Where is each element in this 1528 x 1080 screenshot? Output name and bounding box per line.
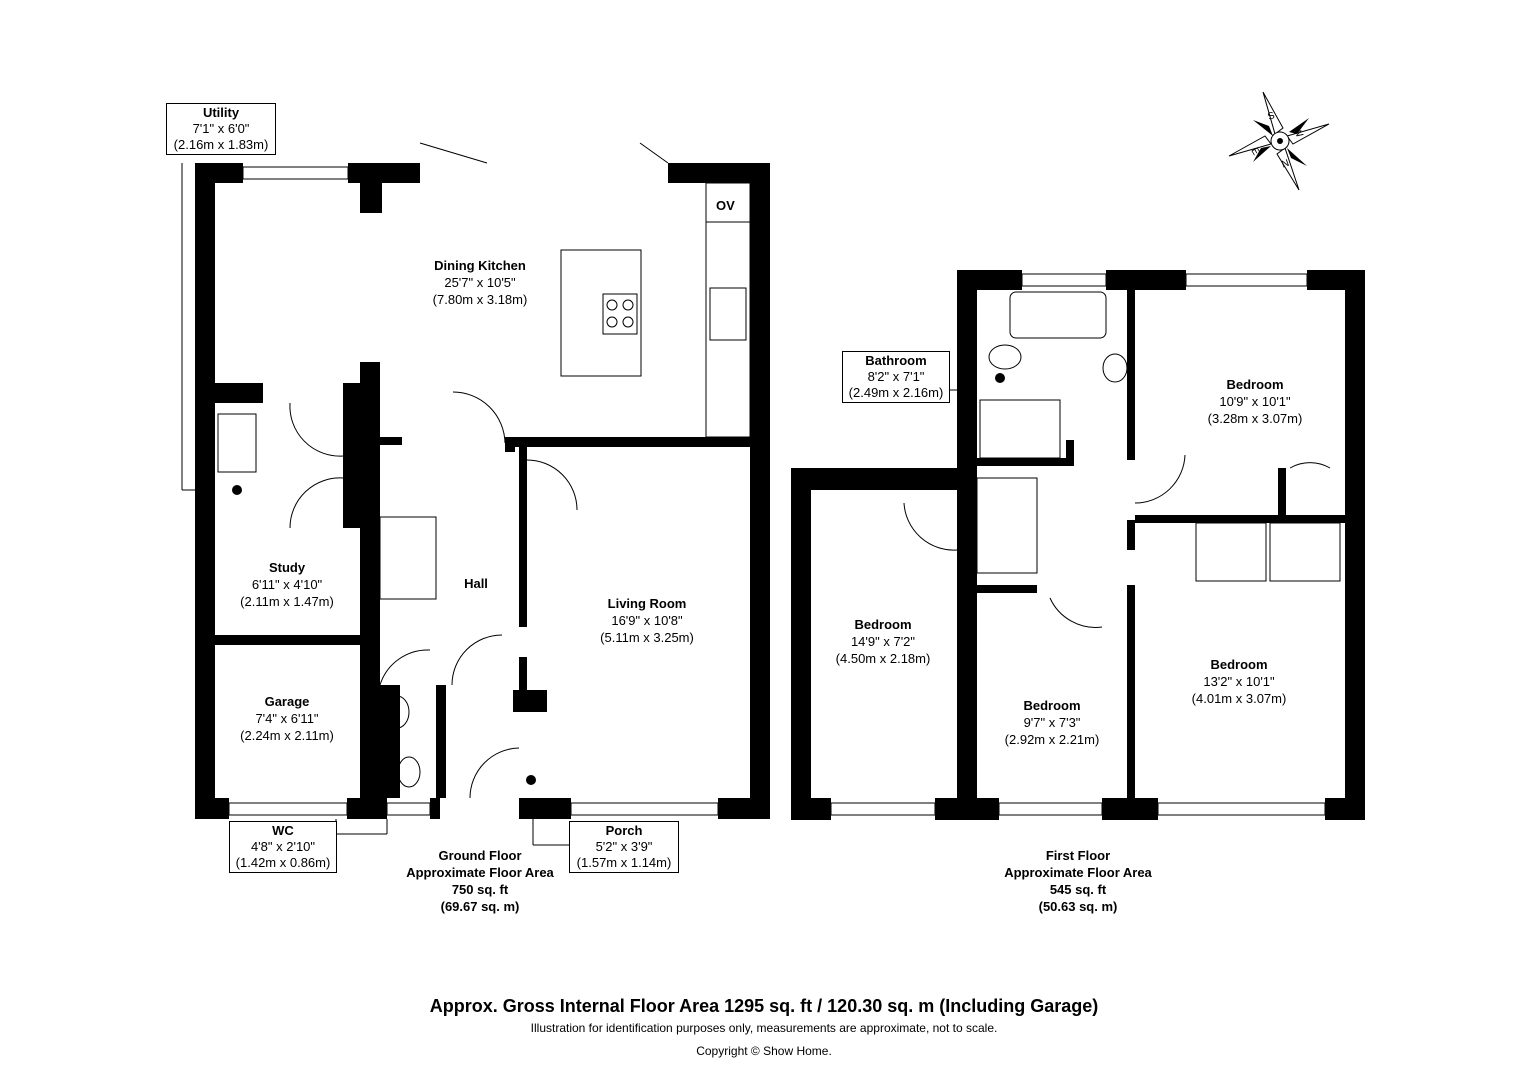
room-name: WC bbox=[272, 823, 294, 838]
room-metric: (1.57m x 1.14m) bbox=[576, 855, 672, 870]
room-metric: (2.24m x 2.11m) bbox=[240, 728, 334, 743]
ground-floor-dots bbox=[232, 485, 536, 785]
room-name: Bedroom bbox=[1226, 377, 1284, 392]
area-sqm: (50.63 sq. m) bbox=[1038, 899, 1118, 914]
room-name: Bedroom bbox=[1210, 657, 1268, 672]
room-metric: (5.11m x 3.25m) bbox=[600, 630, 694, 645]
room-metric: (7.80m x 3.18m) bbox=[432, 292, 528, 307]
first-floor-fittings bbox=[903, 291, 1341, 628]
room-name: Study bbox=[268, 560, 306, 575]
room-metric: (4.50m x 2.18m) bbox=[835, 651, 931, 666]
callout-bathroom: Bathroom 8'2" x 7'1" (2.49m x 2.16m) bbox=[842, 351, 950, 403]
room-metric: (2.16m x 1.83m) bbox=[173, 137, 269, 152]
ground-floor-fittings bbox=[181, 142, 751, 846]
area-sqft: 545 sq. ft bbox=[1049, 882, 1107, 897]
room-study: Study 6'11" x 4'10" (2.11m x 1.47m) bbox=[222, 559, 352, 610]
room-name: Dining Kitchen bbox=[434, 258, 526, 273]
ground-floor-walls bbox=[195, 163, 770, 819]
room-name: Utility bbox=[202, 105, 240, 120]
room-metric: (2.92m x 2.21m) bbox=[1004, 732, 1100, 747]
room-imperial: 5'2" x 3'9" bbox=[595, 839, 653, 854]
room-garage: Garage 7'4" x 6'11" (2.24m x 2.11m) bbox=[222, 693, 352, 744]
room-metric: (1.42m x 0.86m) bbox=[235, 855, 331, 870]
callout-wc: WC 4'8" x 2'10" (1.42m x 0.86m) bbox=[229, 821, 337, 873]
compass-letter-e: E bbox=[1248, 146, 1261, 158]
first-floor-windows bbox=[830, 273, 1326, 816]
area-sqft: 750 sq. ft bbox=[451, 882, 509, 897]
room-imperial: 10'9" x 10'1" bbox=[1219, 394, 1291, 409]
ground-floor-area: Ground Floor Approximate Floor Area 750 … bbox=[380, 847, 580, 915]
room-imperial: 16'9" x 10'8" bbox=[611, 613, 683, 628]
room-bedroom-middle: Bedroom 9'7" x 7'3" (2.92m x 2.21m) bbox=[977, 697, 1127, 748]
room-living-room: Living Room 16'9" x 10'8" (5.11m x 3.25m… bbox=[567, 595, 727, 646]
floor-name: Ground Floor bbox=[438, 848, 522, 863]
area-caption: Approximate Floor Area bbox=[406, 865, 554, 880]
room-imperial: 6'11" x 4'10" bbox=[251, 577, 323, 592]
callout-utility: Utility 7'1" x 6'0" (2.16m x 1.83m) bbox=[166, 103, 276, 155]
compass-rose-icon: S W E N bbox=[1228, 91, 1330, 191]
room-name: Porch bbox=[605, 823, 643, 838]
room-imperial: 9'7" x 7'3" bbox=[1023, 715, 1081, 730]
room-name: Bathroom bbox=[865, 353, 927, 368]
room-name: Hall bbox=[464, 576, 488, 591]
room-name: Bedroom bbox=[854, 617, 912, 632]
compass-letter-n: N bbox=[1280, 156, 1291, 169]
room-bedroom-bottom-right: Bedroom 13'2" x 10'1" (4.01m x 3.07m) bbox=[1164, 656, 1314, 707]
room-imperial: 4'8" x 2'10" bbox=[250, 839, 316, 854]
room-metric: (2.49m x 2.16m) bbox=[848, 385, 944, 400]
area-caption: Approximate Floor Area bbox=[1004, 865, 1152, 880]
room-imperial: 8'2" x 7'1" bbox=[867, 369, 925, 384]
room-metric: (3.28m x 3.07m) bbox=[1207, 411, 1303, 426]
floor-name: First Floor bbox=[1045, 848, 1111, 863]
room-imperial: 25'7" x 10'5" bbox=[444, 275, 516, 290]
first-floor-walls bbox=[791, 270, 1365, 820]
disclaimer-note: Illustration for identification purposes… bbox=[530, 1021, 998, 1035]
room-bedroom-left: Bedroom 14'9" x 7'2" (4.50m x 2.18m) bbox=[808, 616, 958, 667]
room-name: Bedroom bbox=[1023, 698, 1081, 713]
room-imperial: 14'9" x 7'2" bbox=[850, 634, 916, 649]
ground-floor-windows bbox=[228, 166, 719, 816]
first-floor-area: First Floor Approximate Floor Area 545 s… bbox=[978, 847, 1178, 915]
gross-area-title: Approx. Gross Internal Floor Area 1295 s… bbox=[429, 996, 1099, 1016]
area-sqm: (69.67 sq. m) bbox=[440, 899, 520, 914]
room-metric: (4.01m x 3.07m) bbox=[1191, 691, 1287, 706]
room-dining-kitchen: Dining Kitchen 25'7" x 10'5" (7.80m x 3.… bbox=[400, 257, 560, 308]
room-name: Living Room bbox=[607, 596, 687, 611]
oven-label: OV bbox=[716, 198, 735, 213]
room-name: Garage bbox=[264, 694, 310, 709]
room-imperial: 13'2" x 10'1" bbox=[1203, 674, 1275, 689]
room-imperial: 7'1" x 6'0" bbox=[192, 121, 250, 136]
compass-letter-s: S bbox=[1266, 110, 1276, 123]
room-hall: Hall bbox=[446, 575, 506, 592]
room-metric: (2.11m x 1.47m) bbox=[240, 594, 334, 609]
copyright-text: Copyright © Show Home. bbox=[696, 1044, 832, 1058]
callout-porch: Porch 5'2" x 3'9" (1.57m x 1.14m) bbox=[569, 821, 679, 873]
room-bedroom-top-right: Bedroom 10'9" x 10'1" (3.28m x 3.07m) bbox=[1180, 376, 1330, 427]
first-floor-dots bbox=[995, 373, 1005, 383]
room-imperial: 7'4" x 6'11" bbox=[255, 711, 319, 726]
